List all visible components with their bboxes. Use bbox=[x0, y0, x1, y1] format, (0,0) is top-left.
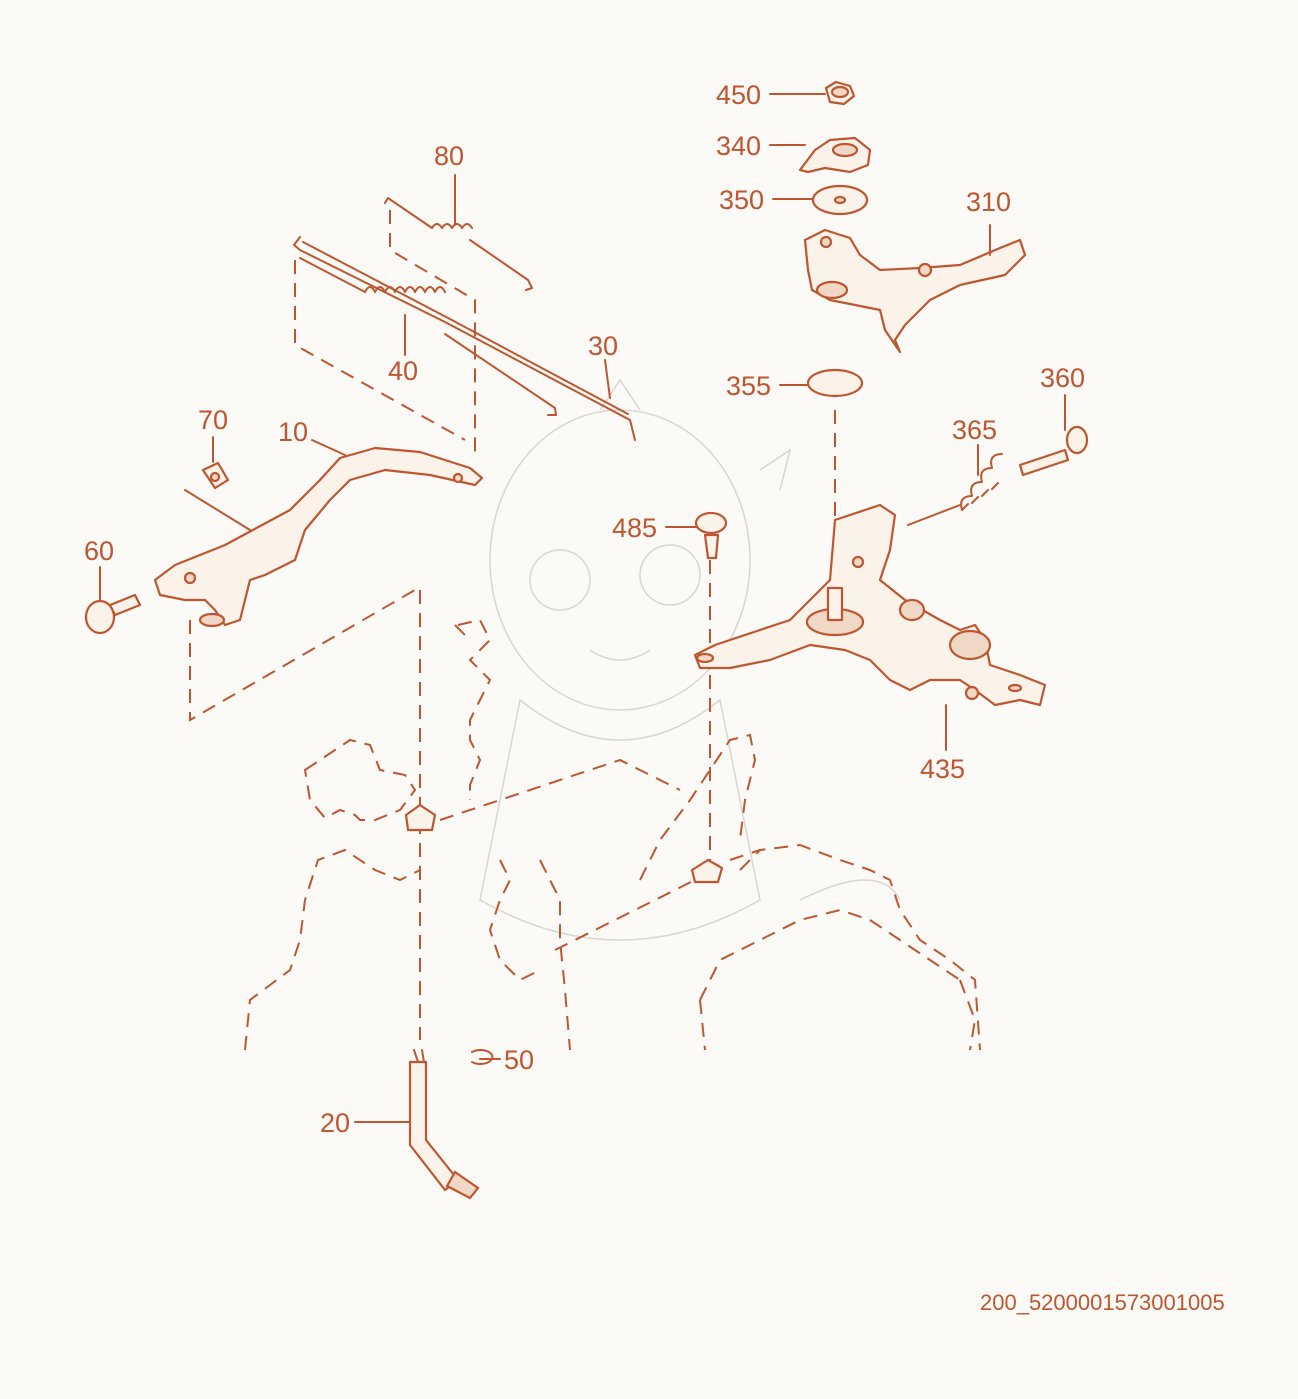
part-50-e-clip bbox=[471, 1049, 494, 1065]
part-20-governor-shaft bbox=[408, 1049, 480, 1200]
part-10-control-lever bbox=[153, 446, 484, 628]
part-30-link-rod bbox=[293, 236, 636, 441]
callout-80: 80 bbox=[434, 141, 464, 171]
callout-450: 450 bbox=[716, 80, 761, 110]
engine-bosses bbox=[404, 803, 724, 884]
part-310-governor-lever bbox=[803, 228, 1027, 354]
assembly-lines bbox=[184, 210, 961, 1040]
part-435-bracket-assembly bbox=[693, 503, 1047, 707]
part-355-washer bbox=[806, 368, 864, 398]
callout-365: 365 bbox=[952, 415, 997, 445]
callout-70: 70 bbox=[198, 405, 228, 435]
callout-60: 60 bbox=[84, 536, 114, 566]
drawing-code: 200_5200001573001005 bbox=[980, 1290, 1225, 1315]
part-340-cam-lever bbox=[798, 136, 872, 174]
callout-350: 350 bbox=[719, 185, 764, 215]
callout-20: 20 bbox=[320, 1108, 350, 1138]
callout-485: 485 bbox=[612, 513, 657, 543]
callout-50: 50 bbox=[504, 1045, 534, 1075]
callout-10: 10 bbox=[278, 417, 308, 447]
part-350-washer bbox=[811, 184, 869, 216]
part-485-bolt bbox=[694, 511, 728, 560]
part-360-bolt bbox=[1018, 425, 1089, 477]
part-365-spring bbox=[960, 453, 1003, 511]
callout-340: 340 bbox=[716, 131, 761, 161]
leader-lines bbox=[99, 93, 1066, 1123]
part-80-spring bbox=[384, 197, 533, 291]
callout-310: 310 bbox=[966, 187, 1011, 217]
background-mascot-illustration bbox=[479, 378, 901, 941]
part-60-bolt bbox=[84, 593, 142, 635]
part-40-spring bbox=[299, 257, 557, 416]
callout-355: 355 bbox=[726, 371, 771, 401]
engine-housing-outline bbox=[244, 618, 981, 1051]
callout-360: 360 bbox=[1040, 363, 1085, 393]
part-450-nut bbox=[824, 80, 856, 106]
part-70-clip bbox=[201, 461, 230, 490]
callout-30: 30 bbox=[588, 331, 618, 361]
callout-435: 435 bbox=[920, 754, 965, 784]
callout-40: 40 bbox=[388, 356, 418, 386]
